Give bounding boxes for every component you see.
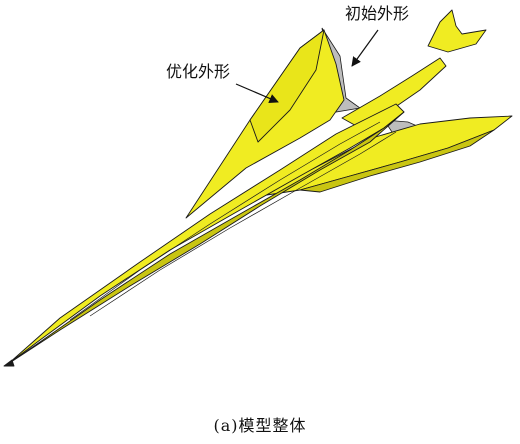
right-wing-underside: [299, 129, 495, 193]
main-fuselage-shade: [7, 111, 405, 365]
vertical-tail: [427, 9, 487, 53]
optimized-shape-geometry: [3, 9, 513, 367]
left-wing-shade: [249, 29, 325, 143]
fuselage-seam-upper: [69, 121, 381, 321]
initial-shape-label: 初始外形: [345, 4, 410, 23]
nose-tip: [3, 359, 15, 367]
optimized-shape-label: 优化外形: [166, 62, 231, 81]
optimized-shape-arrow: [235, 83, 279, 104]
fuselage-seam-lower: [89, 131, 397, 317]
initial-shape-arrow: [351, 29, 379, 67]
figure-caption: (a)模型整体: [213, 416, 307, 435]
